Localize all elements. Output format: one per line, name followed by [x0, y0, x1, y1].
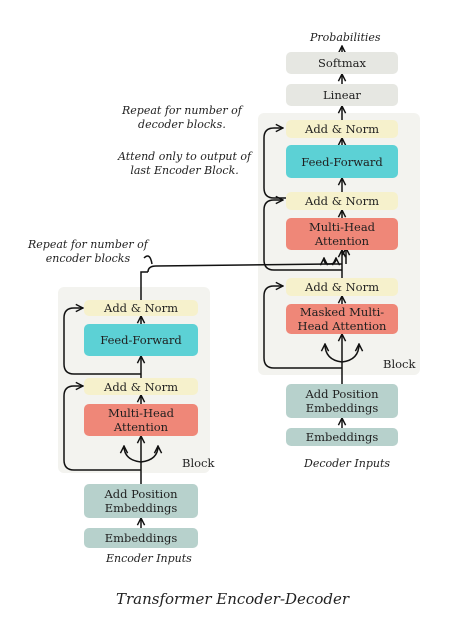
decoder-masked-multi-head-attention: Masked Multi- Head Attention — [286, 304, 398, 334]
decoder-position-embeddings: Add Position Embeddings — [286, 384, 398, 418]
probabilities-label: Probabilities — [310, 31, 381, 44]
encoder-add-norm-2: Add & Norm — [84, 300, 198, 316]
encoder-add-norm-1: Add & Norm — [84, 378, 198, 395]
encoder-inputs-label: Encoder Inputs — [106, 552, 192, 565]
decoder-add-norm-2: Add & Norm — [286, 192, 398, 210]
decoder-attend-note: Attend only to output of last Encoder Bl… — [118, 150, 252, 177]
encoder-position-embeddings: Add Position Embeddings — [84, 484, 198, 518]
diagram-title: Transformer Encoder-Decoder — [115, 590, 349, 608]
decoder-embeddings: Embeddings — [286, 428, 398, 446]
encoder-multi-head-attention: Multi-Head Attention — [84, 404, 198, 436]
decoder-linear: Linear — [286, 84, 398, 106]
encoder-block-label: Block — [182, 456, 215, 470]
decoder-inputs-label: Decoder Inputs — [304, 457, 391, 470]
decoder-multi-head-attention: Multi-Head Attention — [286, 218, 398, 250]
decoder-softmax: Softmax — [286, 52, 398, 74]
decoder-feed-forward: Feed-Forward — [286, 145, 398, 178]
decoder-block-label: Block — [383, 357, 416, 371]
decoder-add-norm-1: Add & Norm — [286, 278, 398, 296]
decoder-add-norm-3: Add & Norm — [286, 120, 398, 138]
encoder-embeddings: Embeddings — [84, 528, 198, 548]
encoder-feed-forward: Feed-Forward — [84, 324, 198, 356]
encoder-repeat-note: Repeat for number of encoder blocks — [28, 238, 148, 265]
decoder-repeat-note: Repeat for number of decoder blocks. — [122, 104, 242, 131]
